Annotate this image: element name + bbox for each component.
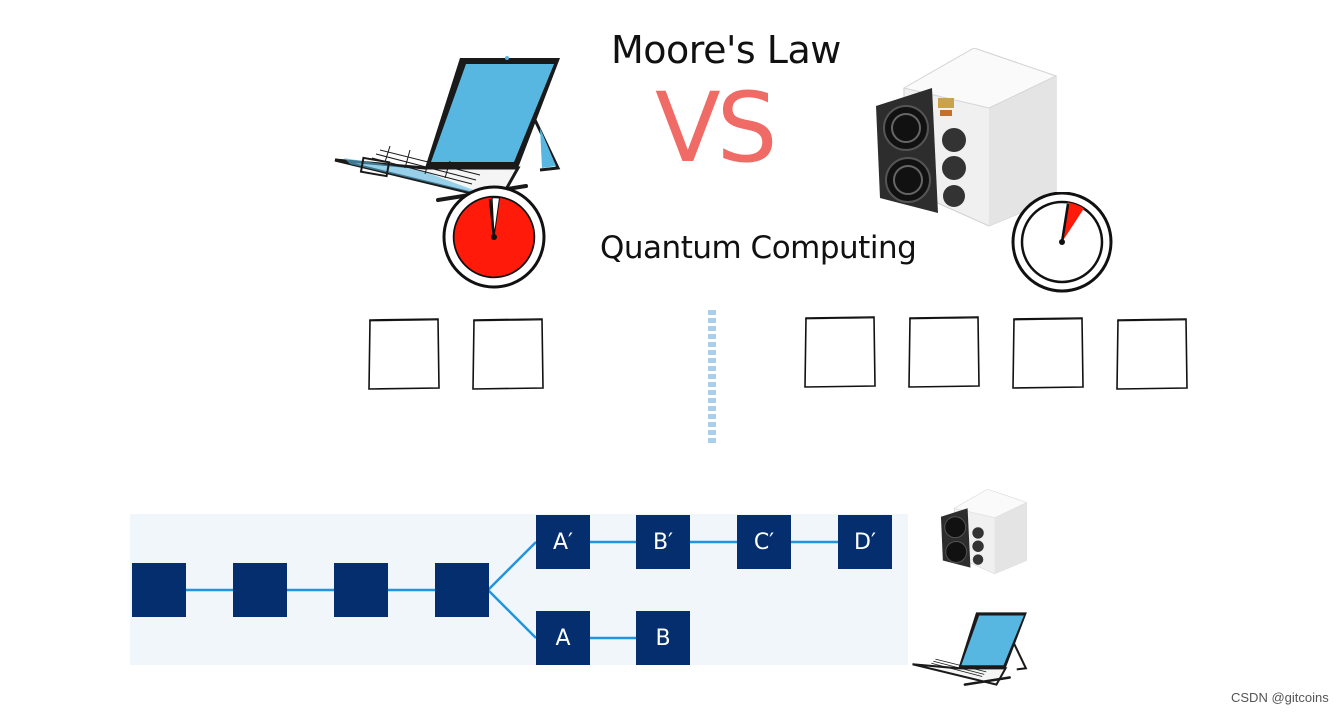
title-moores-law: Moore's Law [611, 28, 841, 72]
fork-upper-block-b-prime: B′ [636, 515, 690, 569]
sketch-block-right-3 [1012, 317, 1084, 389]
fork-upper-block-c-prime: C′ [737, 515, 791, 569]
chain-block-2 [233, 563, 287, 617]
fork-lower-block-b: B [636, 611, 690, 665]
fork-upper-block-a-prime: A′ [536, 515, 590, 569]
chain-links [186, 540, 838, 640]
fork-upper-block-d-prime: D′ [838, 515, 892, 569]
dotted-divider [708, 310, 716, 446]
chain-block-3 [334, 563, 388, 617]
sketch-block-left-1 [368, 318, 440, 390]
laptop-stopwatch-icon [442, 185, 546, 289]
sketch-block-right-4 [1116, 318, 1188, 390]
chain-block-4 [435, 563, 489, 617]
chain-block-1 [132, 563, 186, 617]
small-laptop-icon [912, 612, 1028, 686]
small-miner-icon [940, 488, 1028, 575]
title-quantum-computing: Quantum Computing [600, 230, 917, 266]
watermark: CSDN @gitcoins [1231, 690, 1329, 705]
fork-lower-block-a: A [536, 611, 590, 665]
miner-stopwatch-icon [1011, 192, 1113, 293]
vs-label: VS [655, 72, 778, 184]
sketch-block-right-1 [804, 316, 876, 388]
sketch-block-left-2 [472, 318, 544, 390]
sketch-block-right-2 [908, 316, 980, 388]
